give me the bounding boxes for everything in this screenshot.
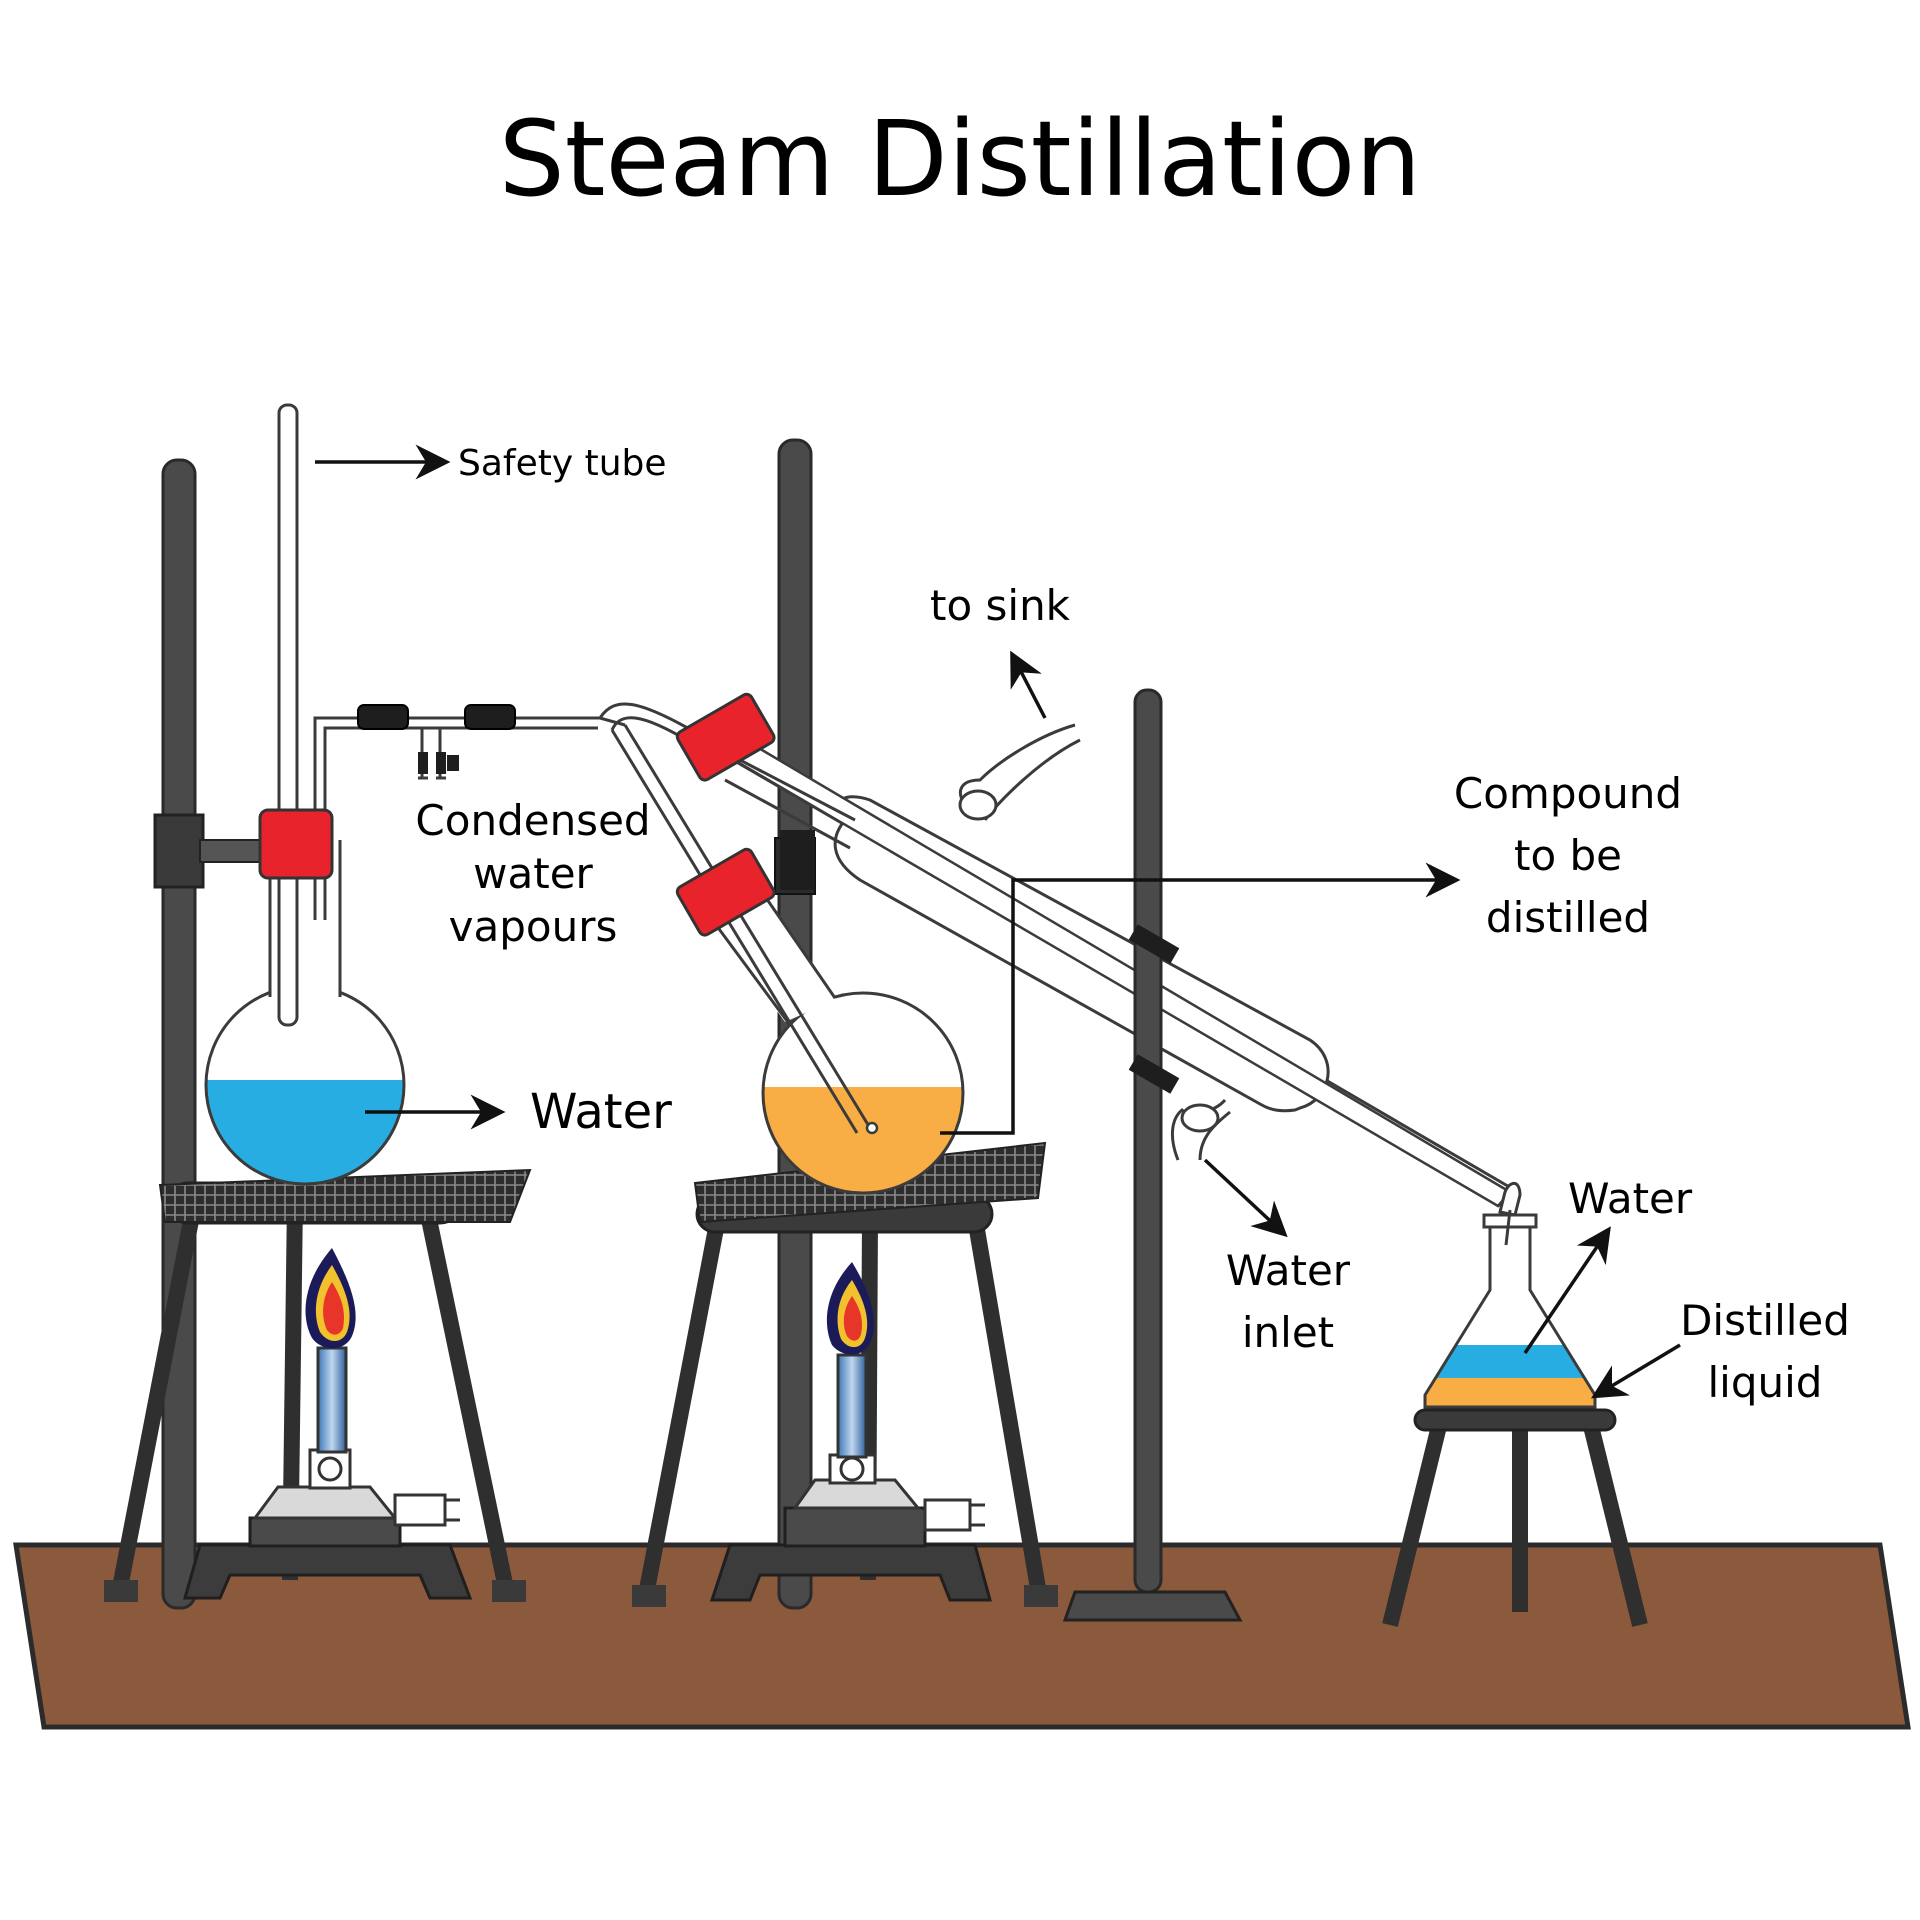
- left-flask-clamp: [258, 808, 334, 880]
- water-right-arrow: [1523, 1226, 1611, 1354]
- middle-clamp-jaw: [780, 830, 815, 890]
- safety-tube-label: Safety tube: [458, 443, 667, 484]
- condensed-water-vapours-label: Condensed water vapours: [415, 796, 650, 951]
- svg-text:Compound: Compound: [1454, 769, 1682, 818]
- svg-text:liquid: liquid: [1708, 1358, 1823, 1407]
- svg-text:Distilled: Distilled: [1680, 1296, 1850, 1345]
- distilled-liquid-label: Distilled liquid: [1680, 1296, 1850, 1407]
- receiver-stool: [1382, 1408, 1648, 1627]
- receiver-distillate-layer: [1425, 1378, 1595, 1407]
- connecting-tube: [357, 704, 626, 780]
- steam-inlet-tube: [623, 724, 872, 1129]
- svg-text:water: water: [473, 849, 593, 898]
- svg-text:to be: to be: [1514, 831, 1622, 880]
- svg-text:Water: Water: [1226, 1246, 1351, 1295]
- left-flask: [204, 840, 406, 1186]
- middle-flask-clamp: [675, 847, 776, 937]
- left-wire-gauze: [158, 1168, 532, 1223]
- to-sink-arrow: [1010, 650, 1047, 719]
- left-boss-head: [153, 813, 205, 889]
- water-inlet-label: Water inlet: [1226, 1246, 1351, 1357]
- right-stand-base: [1062, 1590, 1243, 1622]
- left-retort-rod: [161, 458, 197, 1610]
- water-right-label: Water: [1568, 1174, 1693, 1223]
- water-inlet-arrow: [1203, 1158, 1288, 1238]
- lab-bench: [13, 1542, 1911, 1730]
- condenser-support-upper: [1128, 924, 1180, 964]
- distilled-liquid-arrow: [1590, 1343, 1681, 1399]
- to-sink-label: to sink: [930, 581, 1071, 630]
- left-flame-icon: [305, 1248, 356, 1349]
- right-retort-rod: [1133, 688, 1163, 1594]
- left-clamp-arm: [199, 839, 261, 863]
- svg-text:vapours: vapours: [449, 902, 618, 951]
- receiver-flask: [1423, 1209, 1597, 1409]
- water-left-label: Water: [530, 1084, 672, 1140]
- svg-text:Condensed: Condensed: [415, 796, 650, 845]
- page-title: Steam Distillation: [499, 98, 1421, 220]
- receiver-water-layer: [1425, 1345, 1595, 1380]
- compound-arrow: [940, 862, 1461, 1135]
- condenser-support-lower: [1128, 1054, 1180, 1094]
- condenser-top-clamp: [675, 692, 776, 782]
- svg-text:distilled: distilled: [1486, 893, 1650, 942]
- middle-flame-icon: [826, 1262, 874, 1355]
- left-bunsen-burner: [183, 1346, 473, 1600]
- compound-to-be-distilled-label: Compound to be distilled: [1454, 769, 1682, 942]
- svg-text:inlet: inlet: [1242, 1308, 1334, 1357]
- safety-tube: [277, 403, 299, 1027]
- middle-bunsen-burner: [709, 1353, 992, 1602]
